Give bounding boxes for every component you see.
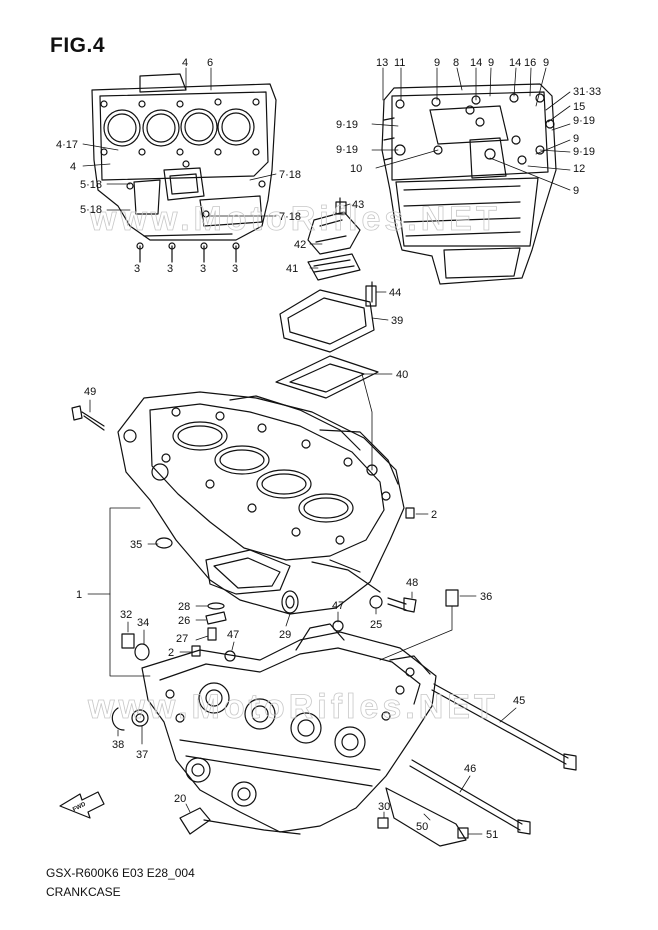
callout-label: 34 — [137, 617, 149, 629]
lower-crankcase — [141, 623, 437, 835]
model-code: GSX-R600K6 E03 E28_004 — [46, 866, 195, 880]
upper-case-top-view — [91, 73, 277, 263]
callout-label: 9 — [488, 57, 494, 69]
callout-label: 14 — [509, 57, 521, 69]
callout-label: 50 — [416, 821, 428, 833]
callout-label: 25 — [370, 619, 382, 631]
callout-label: 39 — [391, 315, 403, 327]
callout-label: 8 — [453, 57, 459, 69]
callout-label: 1 — [76, 589, 82, 601]
callout-label: 4 — [70, 161, 76, 173]
callout-label: 7·18 — [279, 211, 301, 223]
callout-label: 31·33 — [573, 86, 601, 98]
callout-label: 3 — [232, 263, 238, 275]
callout-label: 12 — [573, 163, 585, 175]
figure-title: FIG.4 — [50, 34, 106, 57]
callout-label: 35 — [130, 539, 142, 551]
callout-label: 41 — [286, 263, 298, 275]
callout-label: 4·17 — [56, 139, 78, 151]
callout-label: 48 — [406, 577, 418, 589]
callout-label: 42 — [294, 239, 306, 251]
callout-label: 36 — [480, 591, 492, 603]
callout-label: 40 — [396, 369, 408, 381]
callout-label: 9·19 — [573, 115, 595, 127]
leader-lines — [82, 67, 571, 835]
callout-label: 28 — [178, 601, 190, 613]
part-name: CRANKCASE — [46, 885, 121, 899]
callout-label: 46 — [464, 763, 476, 775]
callout-label: 43 — [352, 199, 364, 211]
fwd-arrow — [59, 791, 105, 819]
callout-label: 29 — [279, 629, 291, 641]
callout-label: 3 — [167, 263, 173, 275]
watermark-top: www.MotoRifles.NET — [89, 200, 501, 238]
watermark-bottom: www.MotoRifles.NET — [87, 688, 499, 726]
callout-label: 9·19 — [336, 144, 358, 156]
callout-label: 45 — [513, 695, 525, 707]
callout-label: 10 — [350, 163, 362, 175]
callout-label: 16 — [524, 57, 536, 69]
upper-crankcase — [117, 391, 405, 615]
small-parts — [71, 197, 577, 847]
callout-label: 7·18 — [279, 169, 301, 181]
callout-label: 9·19 — [336, 119, 358, 131]
callout-label: 44 — [389, 287, 401, 299]
callout-label: 27 — [176, 633, 188, 645]
callout-label: 11 — [394, 57, 405, 69]
callout-label: 2 — [431, 509, 437, 521]
callout-label: 15 — [573, 101, 585, 113]
callout-label: 9 — [573, 185, 579, 197]
lower-case-bottom-view — [381, 83, 557, 285]
callout-label: 3 — [200, 263, 206, 275]
callout-label: 9 — [543, 57, 549, 69]
callout-label: 47 — [332, 600, 344, 612]
callout-label: 9 — [573, 133, 579, 145]
callout-label: 26 — [178, 615, 190, 627]
callout-labels: 4 6 4·17 4 5·18 5·18 3 3 3 3 7·18 7·18 1… — [56, 57, 601, 841]
callout-label: 32 — [120, 609, 132, 621]
callout-label: 47 — [227, 629, 239, 641]
callout-label: 4 — [182, 57, 188, 69]
callout-label: 13 — [376, 57, 388, 69]
callout-label: 14 — [470, 57, 482, 69]
callout-label: 9·19 — [573, 146, 595, 158]
callout-label: 3 — [134, 263, 140, 275]
breather-assembly — [275, 201, 379, 399]
callout-label: 49 — [84, 386, 96, 398]
callout-label: 51 — [486, 829, 498, 841]
callout-label: 5·18 — [80, 204, 102, 216]
fwd-label: FWD — [72, 801, 87, 813]
callout-label: 37 — [136, 749, 148, 761]
callout-label: 5·18 — [80, 179, 102, 191]
callout-label: 20 — [174, 793, 186, 805]
callout-label: 6 — [207, 57, 213, 69]
callout-label: 2 — [168, 647, 174, 659]
callout-label: 9 — [434, 57, 440, 69]
callout-label: 30 — [378, 801, 390, 813]
callout-label: 38 — [112, 739, 124, 751]
